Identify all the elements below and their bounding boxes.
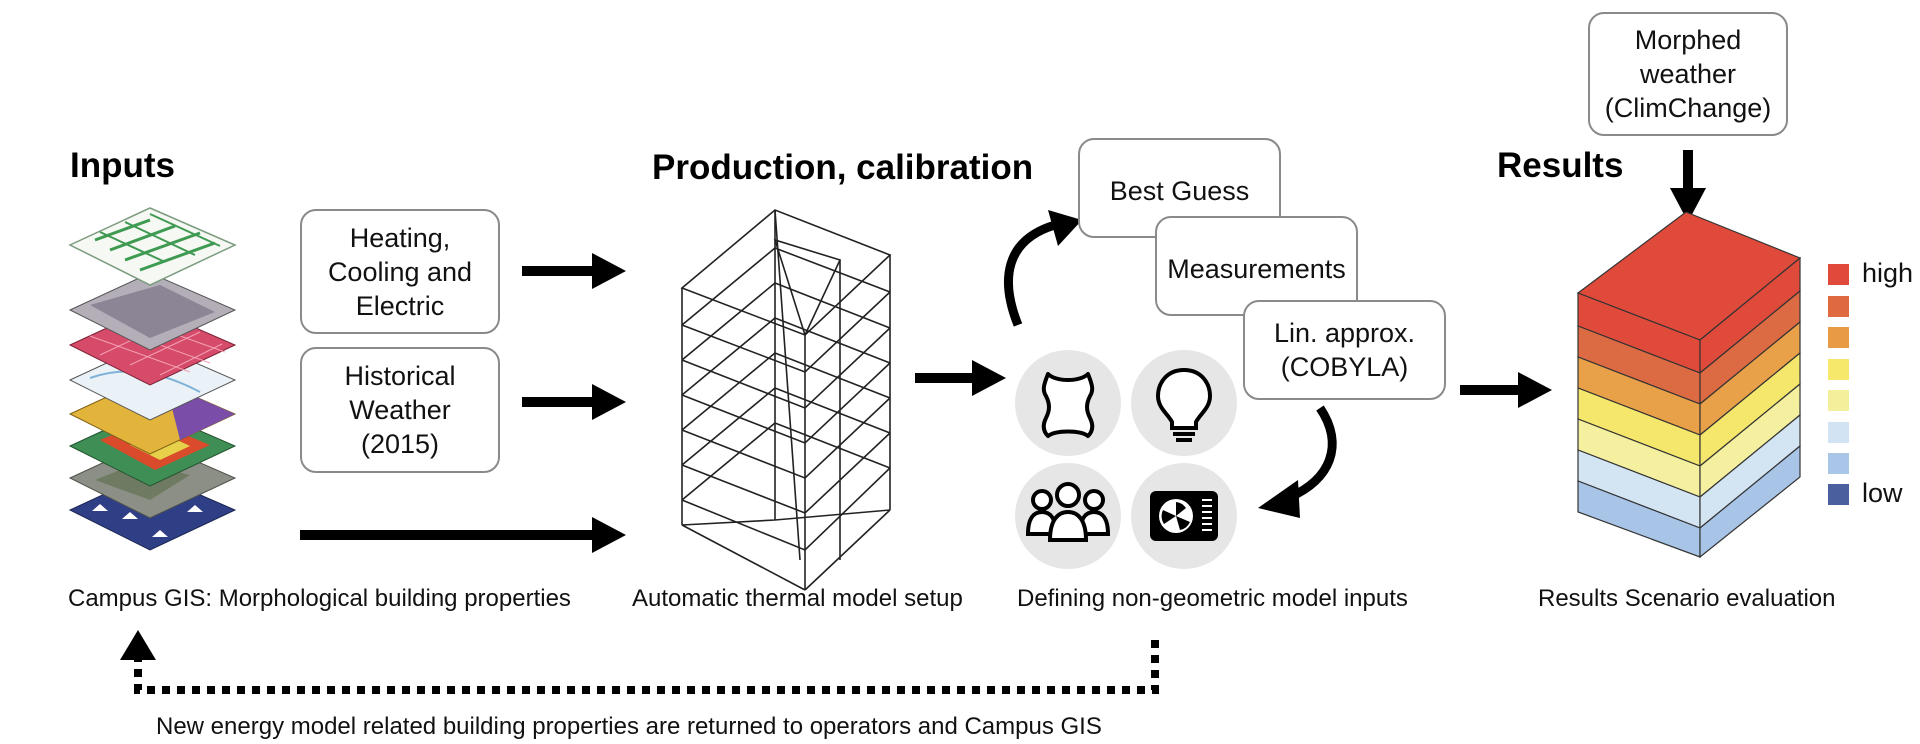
legend-swatch-1 <box>1828 264 1849 285</box>
gis-layer-1 <box>68 207 237 286</box>
box-weather-line-2: Weather <box>349 395 451 425</box>
legend-swatch-7 <box>1828 453 1849 474</box>
leather-icon <box>1041 372 1095 438</box>
box-measurements-label: Measurements <box>1167 254 1346 284</box>
legend-swatch-3 <box>1828 327 1849 348</box>
box-lin-approx-line-1: Lin. approx. <box>1273 318 1416 348</box>
box-morphed-line-3: (ClimChange) <box>1604 93 1772 123</box>
caption-feedback: New energy model related building proper… <box>156 713 1102 740</box>
box-morphed-line-2: weather <box>1639 59 1737 89</box>
box-lin-approx-line-2: (COBYLA) <box>1280 352 1409 382</box>
legend-swatches <box>1828 264 1849 505</box>
box-heating-line-1: Heating, <box>349 222 451 253</box>
box-historical-weather: Historical Weather (2015) <box>300 347 500 473</box>
curved-arrow-down <box>1258 405 1337 518</box>
box-lin-approx: Lin. approx. (COBYLA) <box>1243 300 1446 400</box>
input-arrows <box>300 253 626 553</box>
curved-arrow-up <box>1003 210 1082 327</box>
legend-high-label: high <box>1862 258 1914 288</box>
box-weather-line-3: (2015) <box>360 429 440 459</box>
legend-low-label: low <box>1862 478 1903 508</box>
arrow-to-results <box>1460 372 1552 408</box>
results-block <box>1576 211 1802 559</box>
box-measurements: Measurements <box>1155 216 1358 316</box>
box-heating-line-2: Cooling and <box>327 256 473 287</box>
box-weather-line-1: Historical <box>344 361 456 391</box>
box-morphed-weather: Morphed weather (ClimChange) <box>1588 12 1788 136</box>
box-heating-line-3: Electric <box>355 290 445 321</box>
arrow-from-morphed-weather <box>1670 150 1706 222</box>
results-block-side-7 <box>1699 444 1801 559</box>
caption-nongeometric: Defining non-geometric model inputs <box>1017 585 1408 612</box>
legend-swatch-4 <box>1828 359 1849 380</box>
box-heating-cooling-electric: Heating, Cooling and Electric <box>300 209 500 334</box>
caption-thermal: Automatic thermal model setup <box>632 585 963 612</box>
gis-layer-stack <box>68 207 237 551</box>
legend-swatch-5 <box>1828 390 1849 411</box>
heading-results: Results <box>1497 146 1624 185</box>
caption-gis: Campus GIS: Morphological building prope… <box>68 585 571 612</box>
feedback-loop <box>120 630 1159 694</box>
arrow-to-icons <box>915 360 1006 396</box>
heading-production: Production, calibration <box>652 148 1034 187</box>
lightbulb-icon <box>1155 367 1213 442</box>
caption-results: Results Scenario evaluation <box>1538 585 1836 612</box>
heading-inputs: Inputs <box>70 146 175 185</box>
gis-layer-2 <box>68 272 237 351</box>
box-morphed-line-1: Morphed <box>1634 25 1742 55</box>
legend-swatch-8 <box>1828 484 1849 505</box>
wireframe-building <box>680 209 892 591</box>
air-conditioner-icon <box>1150 491 1218 541</box>
legend-swatch-6 <box>1828 422 1849 443</box>
legend-swatch-2 <box>1828 296 1849 317</box>
box-best-guess-label: Best Guess <box>1109 176 1250 206</box>
people-icon <box>1025 482 1111 542</box>
